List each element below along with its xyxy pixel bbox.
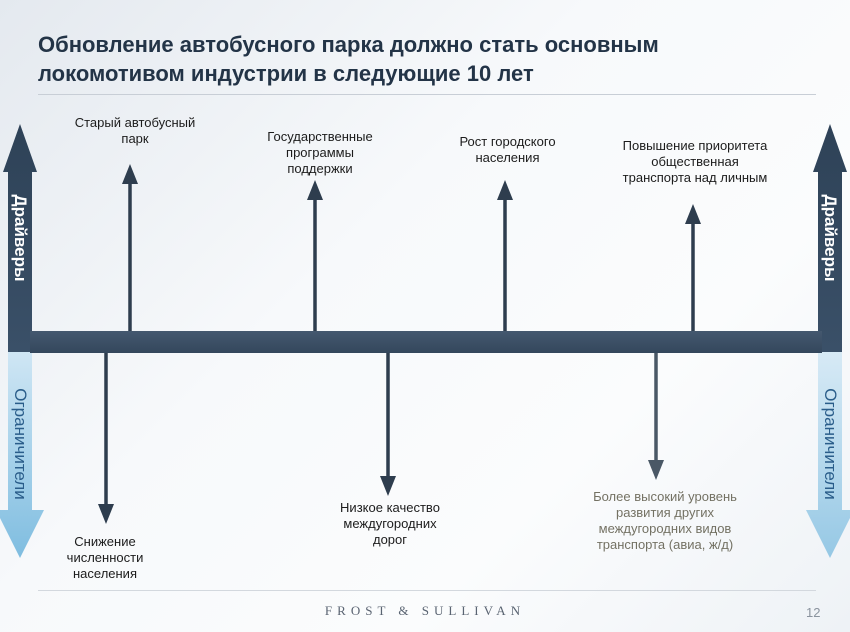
left-constraints-label: Ограничители	[11, 388, 30, 500]
slide-title-line-1: Обновление автобусного парка должно стат…	[38, 32, 659, 57]
slide-title: Обновление автобусного парка должно стат…	[38, 30, 798, 88]
horizontal-axis-bar	[30, 331, 822, 353]
right-constraints-label: Ограничители	[821, 388, 840, 500]
constraint-arrow-road-quality	[380, 353, 396, 496]
driver-arrow-public-priority	[685, 204, 701, 331]
footer-brand-logo: FROST & SULLIVAN	[324, 603, 526, 618]
constraint-arrow-other-transport	[648, 353, 664, 480]
slide-title-line-2: локомотивом индустрии в следующие 10 лет	[38, 61, 534, 86]
title-divider	[38, 94, 816, 95]
left-drivers-label: Драйверы	[11, 194, 30, 282]
left-drivers-arrow	[3, 124, 37, 352]
right-drivers-arrow	[813, 124, 847, 352]
constraint-arrow-population-decline	[98, 353, 114, 524]
left-constraints-arrow	[0, 352, 44, 558]
page-number: 12	[806, 605, 821, 620]
driver-arrow-old-fleet	[122, 164, 138, 331]
driver-arrow-urban-growth	[497, 180, 513, 331]
right-drivers-label: Драйверы	[821, 194, 840, 282]
footer-divider	[38, 590, 816, 591]
right-constraints-arrow	[806, 352, 850, 558]
driver-arrow-gov-programs	[307, 180, 323, 331]
